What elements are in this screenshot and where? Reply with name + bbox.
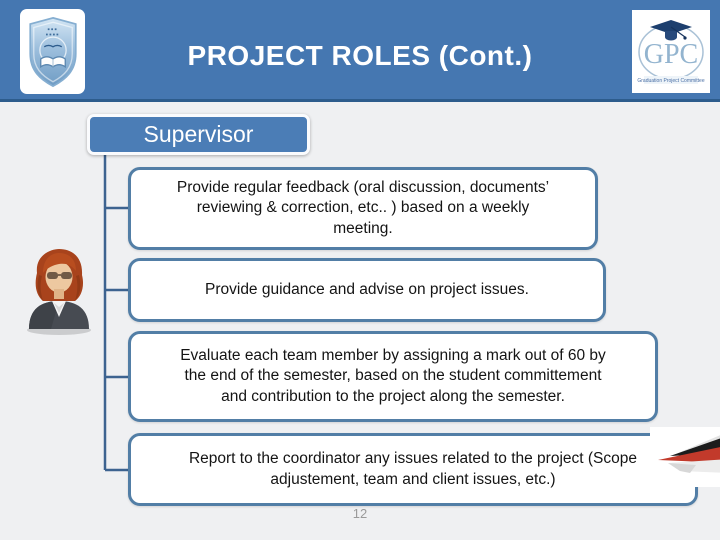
- page-number: 12: [352, 506, 368, 521]
- gpc-emblem-icon: GPC Graduation Project Committee: [637, 20, 705, 84]
- role-text: Report to the coordinator any issues rel…: [188, 450, 638, 488]
- dart-clipart: [650, 427, 720, 487]
- shield-icon: [28, 16, 77, 87]
- role-text: Provide guidance and advise on project i…: [205, 280, 529, 298]
- university-shield-logo: [20, 9, 85, 94]
- supervisor-node: Supervisor: [87, 114, 310, 155]
- slide-title: PROJECT ROLES (Cont.): [187, 40, 533, 71]
- dart-icon: [658, 435, 720, 473]
- role-box-reporting: Report to the coordinator any issues rel…: [128, 433, 698, 506]
- role-text: Provide regular feedback (oral discussio…: [176, 179, 550, 237]
- supervisor-avatar-icon: [27, 249, 91, 335]
- slide-header: PROJECT ROLES (Cont.) GPC Graduation Pro…: [0, 0, 720, 102]
- supervisor-label: Supervisor: [143, 121, 254, 147]
- gpc-logo: GPC Graduation Project Committee: [632, 10, 710, 93]
- role-box-evaluation: Evaluate each team member by assigning a…: [128, 331, 658, 422]
- role-box-guidance: Provide guidance and advise on project i…: [128, 258, 606, 322]
- role-text: Evaluate each team member by assigning a…: [180, 347, 606, 405]
- gpc-acronym: GPC: [644, 39, 698, 70]
- gpc-caption: Graduation Project Committee: [637, 78, 704, 84]
- role-box-feedback: Provide regular feedback (oral discussio…: [128, 167, 598, 250]
